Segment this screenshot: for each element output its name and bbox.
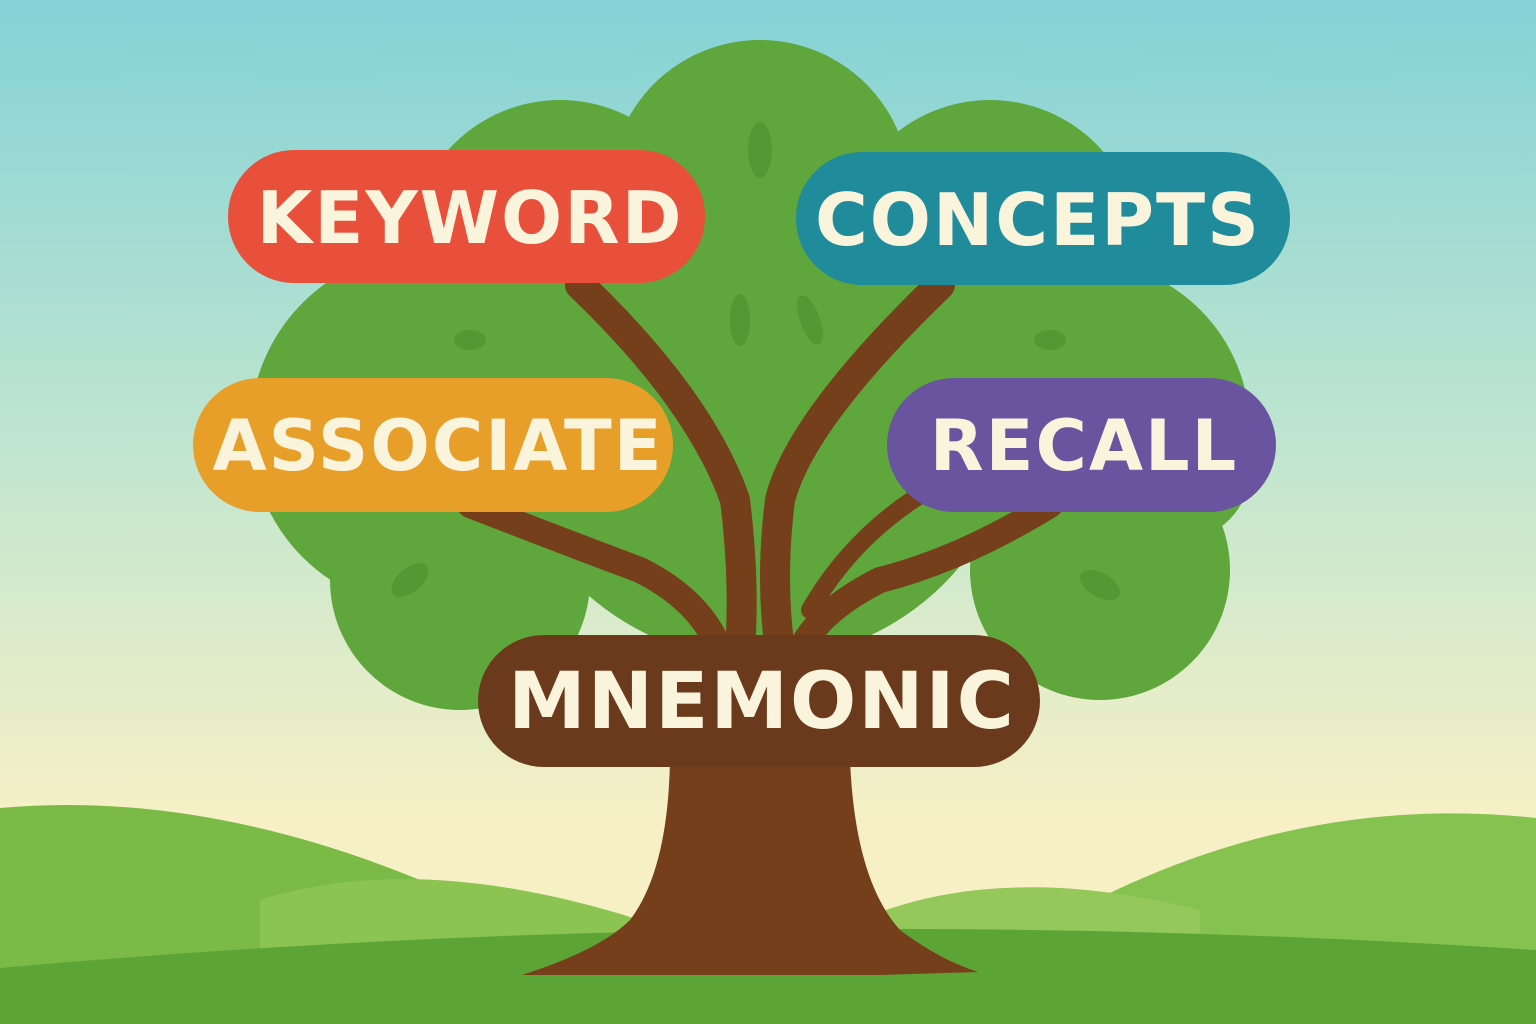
leaf-accents: [391, 122, 1120, 601]
recall-pill: RECALL: [887, 378, 1276, 512]
concepts-label: CONCEPTS: [815, 178, 1261, 262]
recall-label: RECALL: [930, 405, 1238, 487]
keyword-label: KEYWORD: [257, 176, 684, 260]
associate-pill: ASSOCIATE: [193, 378, 673, 512]
keyword-pill: KEYWORD: [228, 150, 705, 283]
concepts-pill: CONCEPTS: [796, 152, 1290, 285]
hills: [0, 805, 1536, 1024]
associate-label: ASSOCIATE: [212, 405, 663, 487]
tree-trunk: [522, 760, 978, 975]
tree-branches: [457, 270, 1063, 665]
mnemonic-label: MNEMONIC: [508, 657, 1016, 747]
mnemonic-pill: MNEMONIC: [478, 635, 1040, 767]
